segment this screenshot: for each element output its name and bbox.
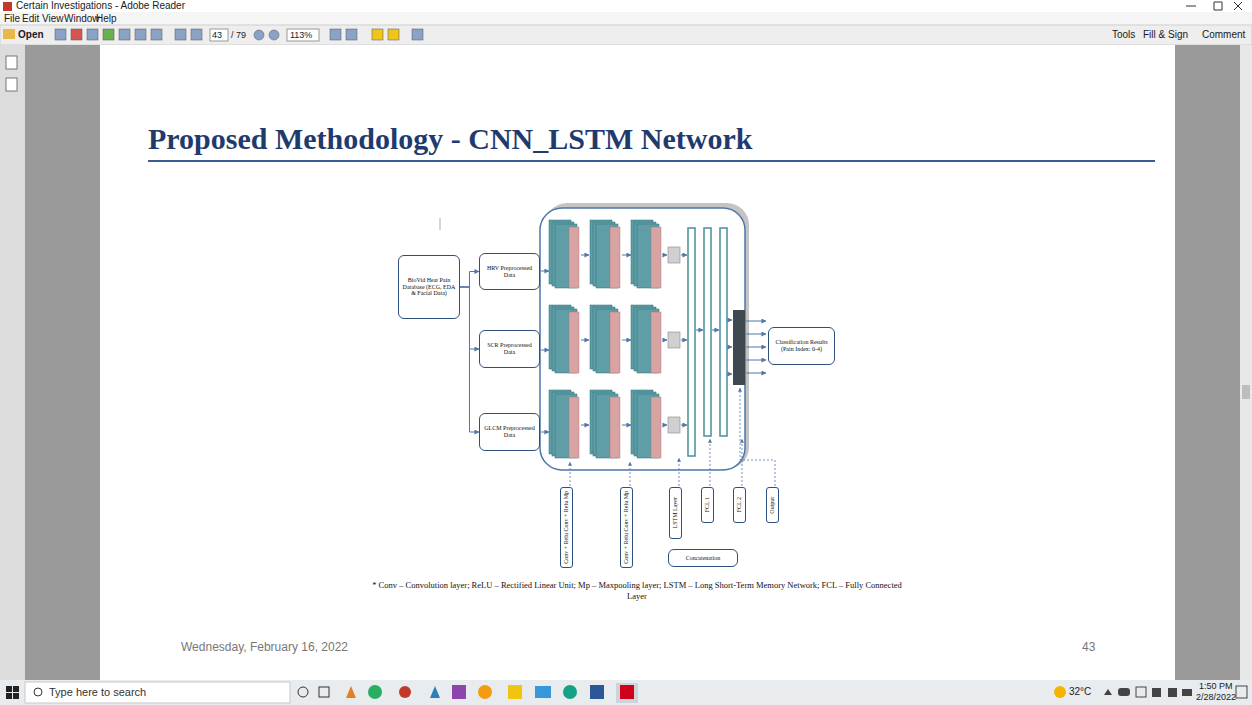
node-text: SCR Preprocessed Data [483,342,536,356]
menu-bar [0,12,1252,25]
database-box: BioVid Heat Pain Database (ECG, EDA & Fa… [398,255,460,319]
title-rule [148,160,1155,162]
taskbar-apps [298,683,638,703]
nav-icon [6,78,17,91]
toolbar-icons [55,29,423,40]
zoom-field [287,29,319,41]
nav-icon [6,56,17,69]
node-text: LSTM Layer [672,497,679,529]
title-bar [0,0,1252,12]
node-text: Classification Results (Pain Index: 0-4) [772,339,831,353]
slide-date: Wednesday, February 16, 2022 [181,640,348,654]
toolbar-button: Open [18,29,44,40]
network-diagram [440,203,775,486]
menu-item: File [4,13,20,24]
slide-number: 43 [1082,640,1095,654]
toolbar-button: Fill & Sign [1143,29,1188,40]
slide-page [100,45,1175,680]
weather-icon [1054,686,1066,698]
result-box: Classification Results (Pain Index: 0-4) [768,327,835,365]
flow-connector [460,287,479,432]
scroll-thumb [1242,385,1250,399]
data-box: HRV Preprocessed Data [479,253,540,290]
start-button [6,686,19,699]
node-text: FCL 1 [704,497,711,512]
footnote-caption: * Conv – Convolution layer; ReLU – Recti… [372,580,902,601]
flow-connector [460,272,479,288]
layer-key-box: Conv + Relu Conv + Relu Mp [560,487,573,568]
layer-key-box: FCL 1 [701,487,714,523]
app-icon [3,2,12,11]
node-text: GLCM Preprocessed Data [483,425,536,439]
toolbar [0,25,1252,45]
search-icon [34,688,42,696]
scrollbar [1240,45,1252,680]
node-text: Conv + Relu Conv + Relu Mp [563,491,570,564]
clock-time: 1:50 PM [1199,681,1233,691]
node-text: Concatenation [686,555,721,562]
page-number-field: 43 [212,30,222,40]
window-title: Certain Investigations - Adobe Reader [16,0,185,11]
node-text: FCL 2 [736,497,743,512]
toolbar-button: Comment [1202,29,1245,40]
taskbar [0,680,1252,705]
search-box [25,682,290,703]
layer-key-box: Output [766,487,779,523]
temperature: 32°C [1069,686,1091,697]
zoom-level: 113% [290,30,312,40]
page-field [210,29,228,41]
page-count: / 79 [231,30,246,40]
menu-item: Help [96,13,117,24]
window-controls [1186,2,1242,10]
menu-item: Edit [22,13,39,24]
menu-item: View [42,13,64,24]
node-text: Output [769,497,776,514]
data-box: SCR Preprocessed Data [479,330,540,368]
layer-key-box: FCL 2 [733,487,746,523]
toolbar-button: Tools [1112,29,1135,40]
node-text: HRV Preprocessed Data [483,265,536,279]
node-text: Conv + Relu Conv + Relu Mp [623,491,630,564]
menu-item: Window [64,13,100,24]
concatenation-box: Concatenation [668,549,738,567]
navigation-pane [0,45,25,680]
clock-date: 2/28/2022 [1196,692,1236,702]
node-text: BioVid Heat Pain Database (ECG, EDA & Fa… [402,277,456,298]
document-area [0,45,1252,680]
search-placeholder: Type here to search [49,686,146,698]
data-box: GLCM Preprocessed Data [479,413,540,451]
open-icon [3,29,15,39]
slide-title: Proposed Methodology - CNN_LSTM Network [148,122,752,156]
layer-key-box: LSTM Layer [669,487,682,539]
layer-key-box: Conv + Relu Conv + Relu Mp [620,487,633,568]
